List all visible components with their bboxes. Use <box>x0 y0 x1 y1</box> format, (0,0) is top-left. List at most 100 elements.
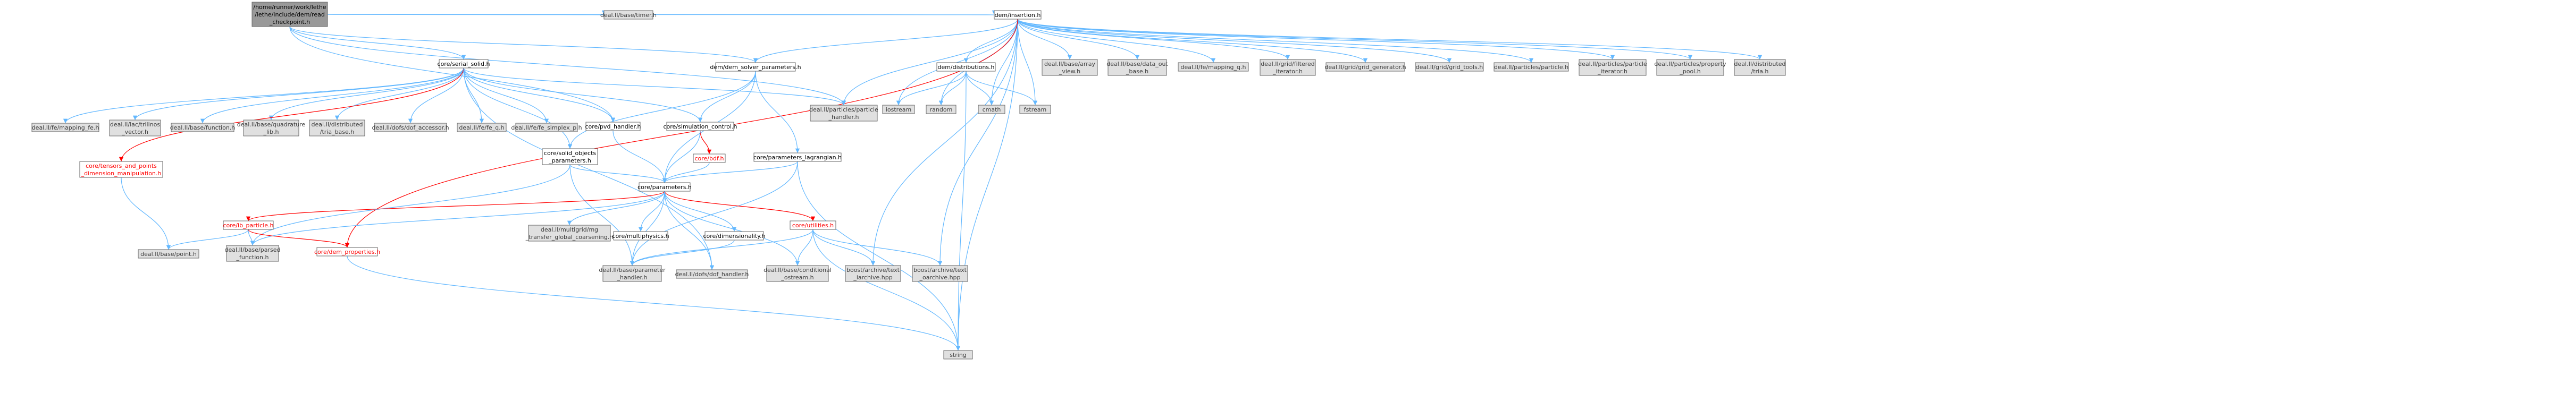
node-mapping-q: deal.II/fe/mapping_q.h <box>1178 62 1249 72</box>
node-label-line: deal.II/grid/grid_tools.h <box>1416 64 1483 71</box>
edge-parameters-to-utilities <box>664 191 816 221</box>
node-label-line: /tria.h <box>1751 68 1769 75</box>
node-label-line: _handler.h <box>828 114 859 121</box>
node-bdf[interactable]: core/bdf.h <box>693 153 726 163</box>
node-label-line: deal.II/base/point.h <box>140 251 197 258</box>
edge-distributions-to-random <box>938 71 967 106</box>
node-simulation-control[interactable]: core/simulation_control.h <box>664 122 737 131</box>
edge-insertion-to-boost_iarchive <box>870 19 1018 266</box>
node-label-line: deal.II/particles/particle.h <box>1494 64 1568 71</box>
edge-serial_solid-to-base_function <box>200 67 464 124</box>
node-property-pool: deal.II/particles/property_pool.h <box>1654 59 1726 76</box>
edge-utilities-to-string <box>812 229 961 351</box>
node-label-line: deal.II/dofs/dof_accessor.h <box>372 124 449 131</box>
edge-insertion-to-filtered_iterator <box>1017 19 1290 60</box>
node-label-line: dem/dem_solver_parameters.h <box>710 64 801 71</box>
node-label-line: boost/archive/text <box>846 267 900 274</box>
node-label-line: /tria_base.h <box>320 129 355 135</box>
node-label-line: core/bdf.h <box>694 155 724 162</box>
node-dist-tria-base: deal.II/distributed/tria_base.h <box>309 119 365 136</box>
edge-insertion-to-particle_iterator <box>1017 19 1615 60</box>
node-params-lagrangian[interactable]: core/parameters_lagrangian.h <box>753 152 842 162</box>
node-label-line: deal.II/particles/property <box>1654 61 1726 67</box>
node-label-line: /home/runner/work/lethe <box>253 4 326 11</box>
node-utilities[interactable]: core/utilities.h <box>790 220 836 230</box>
node-tensors-points[interactable]: core/tensors_and_points_dimension_manipu… <box>79 161 163 178</box>
node-label-line: deal.II/base/data_out <box>1106 61 1168 67</box>
node-label-line: deal.II/base/timer.h <box>600 12 657 19</box>
edge-solid_objects_params-to-parsed_function <box>250 164 570 246</box>
node-label-line: dem/insertion.h <box>995 12 1041 19</box>
node-dof-accessor: deal.II/dofs/dof_accessor.h <box>372 123 449 132</box>
node-label-line: _function.h <box>236 254 269 261</box>
node-serial-solid[interactable]: core/serial_solid.h <box>438 59 490 69</box>
node-label-line: deal.II/fe/fe_q.h <box>459 124 504 131</box>
node-label-line: deal.II/distributed <box>1734 61 1786 67</box>
edge-params_lagrangian-to-parameters <box>662 161 798 183</box>
node-timer: deal.II/base/timer.h <box>600 10 657 20</box>
edge-utilities-to-param_handler <box>630 229 813 266</box>
node-data-out-base: deal.II/base/data_out_base.h <box>1106 59 1168 76</box>
edge-serial_solid-to-tensors_points <box>119 67 464 162</box>
node-label-line: _iarchive.hpp <box>853 274 892 281</box>
edge-serial_solid-to-base_quadrature <box>268 67 464 121</box>
node-label-line: core/multiphysics.h <box>612 233 669 240</box>
node-cond-ostream: deal.II/base/conditional_ostream.h <box>763 265 832 282</box>
node-insertion[interactable]: dem/insertion.h <box>994 10 1042 20</box>
edge-root-to-pvd_handler <box>289 26 616 123</box>
node-parameters[interactable]: core/parameters.h <box>637 182 692 192</box>
node-label-line: _view.h <box>1059 68 1080 75</box>
edge-utilities-to-boost_iarchive <box>812 229 876 266</box>
node-label-line: _iterator.h <box>1272 68 1303 75</box>
node-iostream: iostream <box>882 105 915 114</box>
edge-insertion-to-iostream <box>896 19 1018 106</box>
node-label-line: core/serial_solid.h <box>438 61 490 67</box>
edge-serial_solid-to-particle_handler <box>463 67 846 106</box>
node-label-line: _vector.h <box>121 129 148 135</box>
node-pvd-handler[interactable]: core/pvd_handler.h <box>585 122 641 131</box>
edge-insertion-to-property_pool <box>1017 19 1692 60</box>
node-label-line: iostream <box>886 106 911 113</box>
node-label-line: _iterator.h <box>1597 68 1627 75</box>
node-label-line: _checkpoint.h <box>269 19 310 25</box>
node-base-quadrature: deal.II/base/quadrature_lib.h <box>237 119 305 136</box>
node-dimensionality[interactable]: core/dimensionality.h <box>703 231 766 241</box>
node-label-line: _base.h <box>1126 68 1148 75</box>
node-parsed-function: deal.II/base/parsed_function.h <box>225 245 280 262</box>
edge-tensors_points-to-base_point <box>121 177 171 250</box>
edge-serial_solid-to-pvd_handler <box>463 67 616 123</box>
node-dem-solver-params[interactable]: dem/dem_solver_parameters.h <box>710 62 801 72</box>
edge-insertion-to-cmath <box>989 19 1018 106</box>
edge-parameters-to-ib_particle <box>246 191 665 221</box>
edge-serial_solid-to-trilinos_vector <box>132 67 464 121</box>
node-root[interactable]: /home/runner/work/lethe/lethe/include/de… <box>251 2 328 27</box>
node-label-line: core/tensors_and_points <box>86 163 157 169</box>
node-multiphysics[interactable]: core/multiphysics.h <box>612 231 669 241</box>
node-fstream: fstream <box>1019 105 1051 114</box>
edge-parameters-to-param_handler <box>630 191 665 266</box>
edge-root-to-serial_solid <box>289 26 466 60</box>
node-ib-particle[interactable]: core/ib_particle.h <box>223 220 274 230</box>
edge-simulation_control-to-bdf <box>700 130 712 155</box>
node-param-handler: deal.II/base/parameter_handler.h <box>599 265 666 282</box>
node-dem-properties[interactable]: core/dem_properties.h <box>314 247 380 257</box>
edge-parameters-to-parsed_function <box>250 191 665 246</box>
node-label-line: deal.II/fe/fe_simplex_p.h <box>511 124 582 131</box>
node-label-line: _transfer_global_coarsening.h <box>525 234 614 241</box>
node-distributions[interactable]: dem/distributions.h <box>936 62 996 72</box>
edge-simulation_control-to-parameters <box>662 130 701 183</box>
edge-serial_solid-to-fe_simplex_p <box>463 67 549 124</box>
node-label-line: deal.II/distributed <box>312 121 363 128</box>
edge-serial_solid-to-solid_objects_params <box>463 67 573 149</box>
node-label-line: deal.II/multigrid/mg <box>541 226 598 233</box>
node-solid-objects-params[interactable]: core/solid_objects_parameters.h <box>542 148 598 165</box>
node-cmath: cmath <box>978 105 1005 114</box>
edge-parameters-to-dimensionality <box>664 191 737 232</box>
edge-serial_solid-to-dof_handler <box>463 67 715 270</box>
node-particle: deal.II/particles/particle.h <box>1493 62 1569 72</box>
node-label-line: core/parameters.h <box>637 184 692 191</box>
node-label-line: deal.II/particles/particle <box>809 106 878 113</box>
edge-dem_solver_params-to-solid_objects_params <box>567 71 756 149</box>
node-label-line: dem/distributions.h <box>937 64 994 71</box>
edge-insertion-to-dist_tria <box>1017 19 1762 60</box>
